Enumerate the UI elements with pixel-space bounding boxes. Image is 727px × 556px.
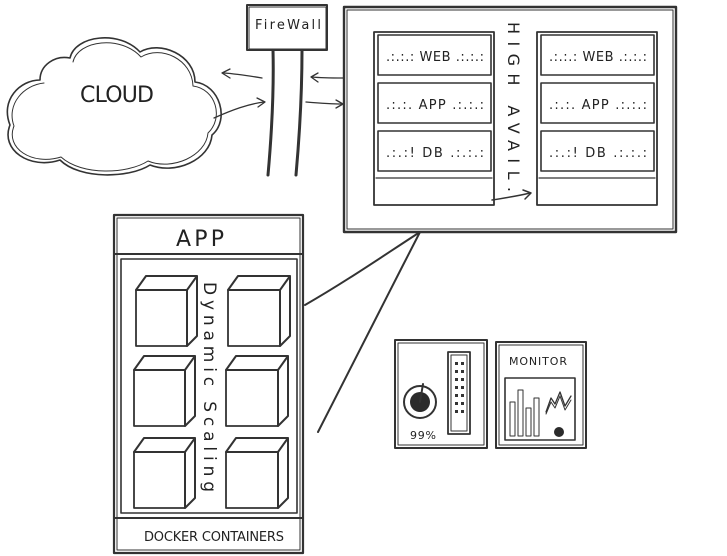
- monitor-title: MONITOR: [509, 355, 567, 368]
- docker-containers-label: DOCKER CONTAINERS: [144, 530, 284, 545]
- gauge-dot-matrix: [455, 362, 464, 413]
- chart-icon: [504, 377, 576, 441]
- cloud-firewall-arrows: [213, 68, 266, 119]
- app-panel: [112, 213, 305, 555]
- app-panel-title: APP: [176, 227, 224, 252]
- cube-icon: [225, 355, 289, 427]
- cube-icon: [133, 437, 196, 509]
- firewall-box: [246, 4, 328, 177]
- gauge-device: [394, 339, 488, 449]
- cloud-node: [6, 37, 222, 176]
- ha-right-stack: [536, 31, 658, 206]
- ha-left-stack: [373, 31, 495, 206]
- cube-icon: [225, 437, 289, 509]
- high-availability-box: [342, 5, 678, 234]
- cube-icon: [133, 355, 196, 427]
- cloud-label: CLOUD: [80, 83, 154, 108]
- ha-left-web-label: .:.:.: WEB .:.:.:: [386, 50, 484, 65]
- ha-vertical-label: HIGH AVAIL.: [504, 22, 523, 192]
- ha-connectors: [304, 231, 421, 433]
- ha-left-db-label: .:.:! DB .:.:.:: [386, 146, 484, 161]
- firewall-ha-arrows: [305, 72, 344, 109]
- ha-right-app-label: .:.:. APP .:.:.:: [549, 98, 647, 113]
- dial-icon: [403, 383, 437, 419]
- cube-icon: [227, 275, 291, 347]
- cube-icon: [135, 275, 198, 347]
- gauge-value-label: 99%: [410, 429, 436, 442]
- firewall-label: FireWall: [255, 18, 321, 33]
- ha-left-app-label: .:.:. APP .:.:.:: [386, 98, 484, 113]
- monitor-device: [495, 341, 587, 449]
- dynamic-scaling-label: Dynamic Scaling: [199, 282, 219, 492]
- ha-right-db-label: .:.:! DB .:.:.:: [549, 146, 647, 161]
- ha-right-web-label: .:.:.: WEB .:.:.:: [549, 50, 647, 65]
